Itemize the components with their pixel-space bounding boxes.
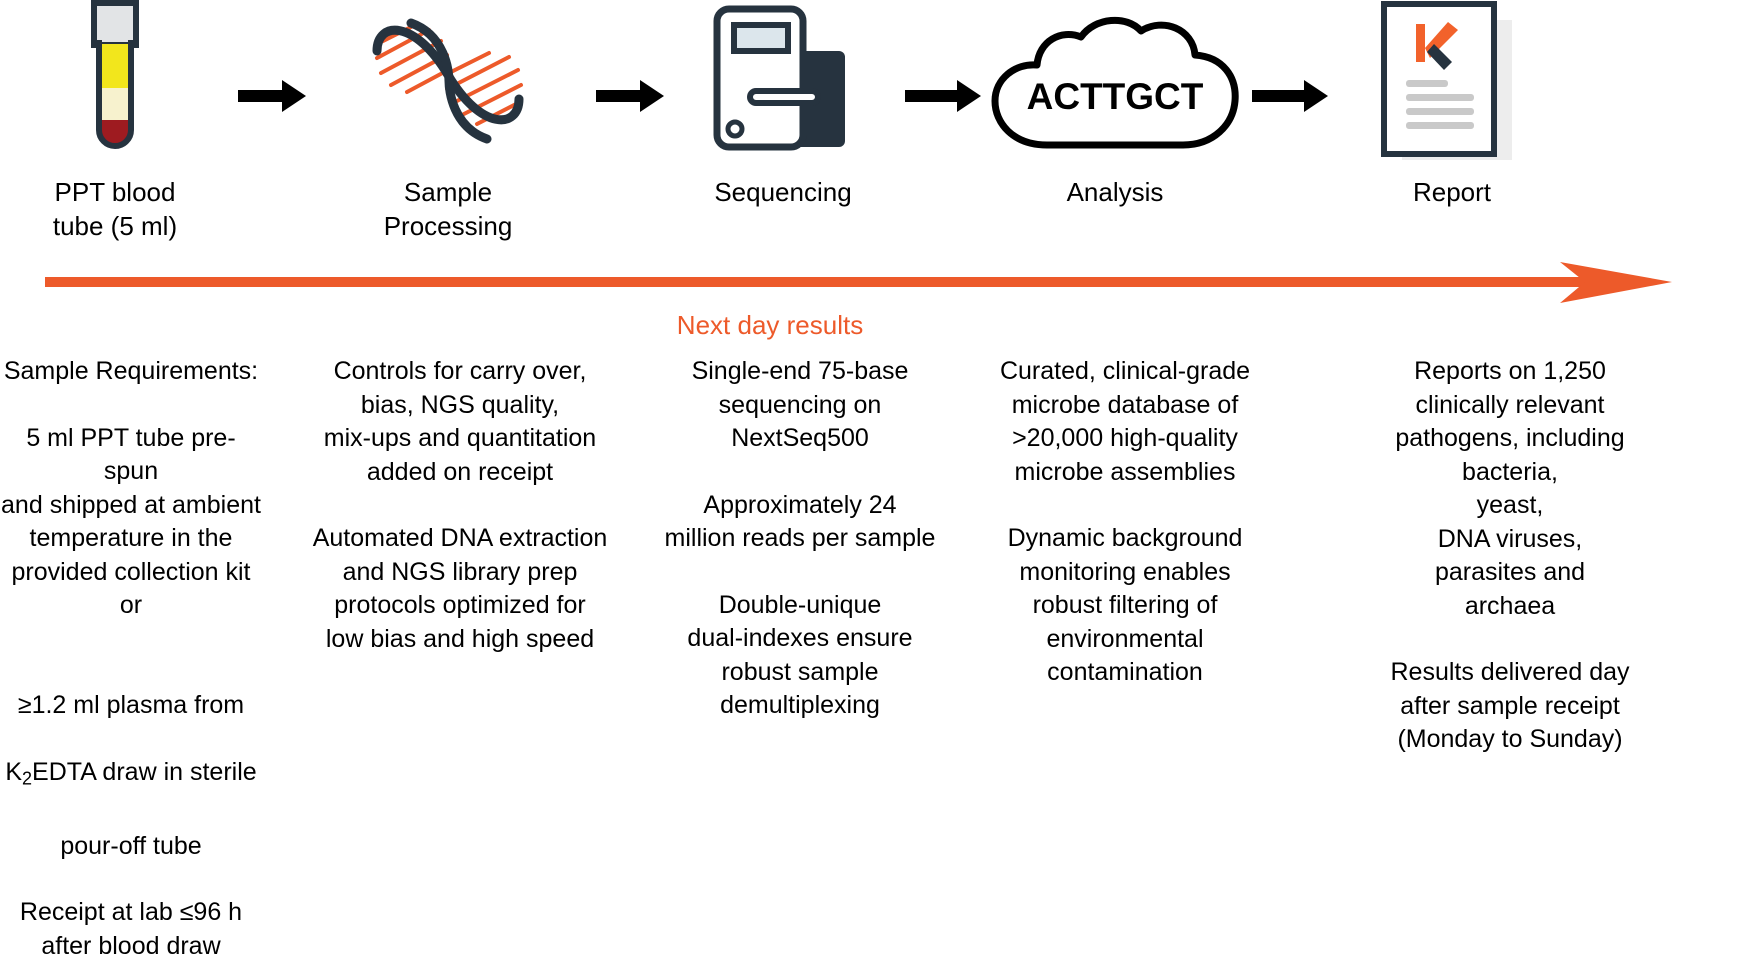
detail-paragraph: Sample Requirements: bbox=[3, 357, 259, 385]
detail-paragraph: Single-end 75-base sequencing on NextSeq… bbox=[691, 357, 909, 452]
detail-paragraph: 5 ml PPT tube pre-spun and shipped at am… bbox=[1, 423, 261, 620]
workflow-step-label: Report bbox=[1412, 177, 1492, 207]
arrow-right-icon bbox=[596, 78, 666, 119]
detail-paragraph: Controls for carry over, bias, NGS quali… bbox=[323, 357, 597, 486]
workflow-step-label: Sequencing bbox=[714, 177, 852, 207]
workflow-step-report: Report bbox=[1337, 0, 1567, 250]
detail-paragraph: Curated, clinical-grade microbe database… bbox=[999, 357, 1251, 486]
detail-paragraph: Double-unique dual-indexes ensure robust… bbox=[687, 590, 913, 720]
arrow-right-icon bbox=[905, 78, 983, 119]
k2edta-suffix: EDTA draw in sterile bbox=[32, 758, 257, 786]
detail-paragraph-k2edta: ≥1.2 ml plasma from K2EDTA draw in steri… bbox=[0, 656, 262, 864]
report-text-lines bbox=[1406, 79, 1474, 129]
workflow-step-analysis: ACTTGCT Analysis bbox=[991, 0, 1239, 250]
k2edta-prefix: K bbox=[5, 758, 23, 786]
detail-columns: Sample Requirements: 5 ml PPT tube pre-s… bbox=[0, 355, 1749, 960]
detail-column-sample-requirements: Sample Requirements: 5 ml PPT tube pre-s… bbox=[0, 355, 262, 963]
workflow-step-label: Analysis bbox=[1066, 177, 1164, 207]
arrow-right-icon bbox=[1252, 78, 1330, 119]
detail-column-report: Reports on 1,250 clinically relevant pat… bbox=[1360, 355, 1660, 757]
detail-column-sample-processing: Controls for carry over, bias, NGS quali… bbox=[300, 355, 620, 656]
cloud-svg: ACTTGCT bbox=[991, 16, 1239, 148]
k-logo-icon bbox=[1416, 21, 1458, 70]
detail-column-sequencing: Single-end 75-base sequencing on NextSeq… bbox=[650, 355, 950, 723]
sequencer-svg bbox=[713, 5, 845, 150]
detail-column-analysis: Curated, clinical-grade microbe database… bbox=[975, 355, 1275, 690]
blood-tube-icon bbox=[70, 0, 160, 165]
detail-paragraph: Results delivered day after sample recei… bbox=[1390, 658, 1630, 753]
detail-paragraph: Automated DNA extraction and NGS library… bbox=[312, 524, 608, 653]
k2edta-subscript: 2 bbox=[22, 768, 33, 789]
timeline-caption: Next day results bbox=[676, 310, 864, 340]
timeline-arrow-icon bbox=[0, 262, 1749, 304]
workflow-step-sequencing: Sequencing bbox=[668, 0, 898, 250]
report-document-icon bbox=[1372, 0, 1532, 165]
detail-paragraph: Receipt at lab ≤96 h after blood draw bbox=[19, 898, 243, 960]
cloud-sequence-text: ACTTGCT bbox=[1027, 76, 1204, 117]
workflow-step-ppt-blood-tube: PPT blood tube (5 ml) bbox=[0, 0, 230, 250]
report-svg bbox=[1381, 0, 1512, 160]
blood-tube-svg bbox=[91, 0, 139, 149]
detail-paragraph: Approximately 24 million reads per sampl… bbox=[664, 490, 936, 553]
dna-helix-icon bbox=[353, 0, 543, 165]
detail-paragraph: Reports on 1,250 clinically relevant pat… bbox=[1395, 357, 1625, 620]
sequencer-icon bbox=[703, 0, 863, 165]
arrow-right-icon bbox=[238, 78, 308, 119]
cloud-icon: ACTTGCT bbox=[985, 0, 1245, 165]
workflow-step-row: PPT blood tube (5 ml) bbox=[0, 0, 1749, 250]
dna-helix-svg bbox=[372, 18, 524, 143]
workflow-step-sample-processing: Sample Processing bbox=[333, 0, 563, 250]
detail-paragraph: Dynamic background monitoring enables ro… bbox=[1007, 524, 1243, 686]
workflow-step-label: Sample Processing bbox=[383, 177, 513, 241]
pour-off-line: pour-off tube bbox=[60, 831, 202, 860]
workflow-step-label: PPT blood tube (5 ml) bbox=[52, 177, 178, 241]
plasma-line: ≥1.2 ml plasma from bbox=[17, 691, 245, 719]
timeline-arrow-svg bbox=[45, 262, 1672, 303]
